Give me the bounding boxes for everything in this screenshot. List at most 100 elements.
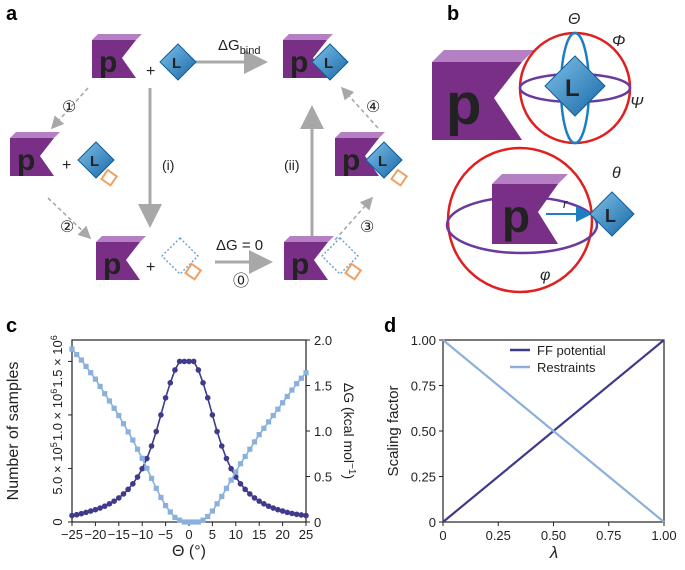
samples-point — [87, 508, 94, 514]
x-tick-label: −25 — [61, 527, 83, 542]
samples-point — [261, 501, 267, 507]
chart-c-right-axis-label: ΔG (kcal mol−1) — [341, 383, 357, 479]
samples-point — [242, 486, 248, 493]
restraints-line — [442, 339, 665, 523]
x-tick-label: 10 — [229, 527, 243, 542]
arrow-step-2 — [47, 197, 92, 240]
free-energy-point — [256, 432, 262, 438]
x-tick-label: 1.00 — [651, 528, 676, 543]
samples-point — [116, 495, 122, 501]
protein-shape-orbit: p — [492, 174, 568, 244]
samples-point — [167, 380, 174, 386]
samples-point — [289, 510, 295, 517]
arrow-step-3 — [334, 196, 374, 241]
samples-point — [279, 508, 286, 514]
x-tick-label: 0.25 — [486, 528, 511, 543]
angle-Psi-label: Ψ — [630, 95, 644, 112]
protein-shape-top-right: p — [283, 34, 333, 79]
samples-point — [223, 455, 230, 462]
samples-point — [195, 367, 202, 373]
right-tick-label: 1.0 — [314, 424, 332, 439]
restraint-box — [390, 168, 409, 187]
samples-point — [172, 367, 178, 373]
plus-sign-bottom: + — [146, 259, 155, 276]
y-tick-label: 0 — [429, 515, 436, 530]
samples-point — [158, 412, 164, 418]
free-energy-point — [284, 393, 290, 400]
free-energy-point — [195, 519, 201, 525]
x-tick-label: −10 — [131, 527, 153, 542]
chart-c-x-label: Θ (°) — [172, 543, 206, 560]
ligand-ghost-left — [161, 237, 203, 281]
ligand-letter: L — [90, 153, 99, 170]
free-energy-point — [223, 485, 230, 491]
free-energy-point — [74, 351, 80, 358]
free-energy-point — [181, 519, 187, 525]
restraint-geometry-diagram: p L Θ Φ Ψ p r L θ φ — [432, 11, 644, 294]
samples-point — [176, 358, 183, 365]
protein-letter: p — [99, 46, 117, 79]
step-0-label: ⓪ — [233, 272, 249, 290]
delta-g-bind-label: ΔGbind — [218, 37, 260, 57]
y-tick-label: 1.00 — [411, 333, 436, 348]
step-1-label: ① — [62, 99, 76, 116]
x-tick-label: 0.50 — [541, 528, 566, 543]
samples-point — [251, 495, 258, 501]
x-tick-label: −20 — [84, 527, 106, 542]
samples-point — [303, 512, 309, 519]
samples-point — [200, 380, 206, 386]
left-tick-label: 5.0 × 105 — [49, 442, 65, 494]
protein-letter: p — [446, 72, 481, 137]
left-tick-label: 1.5 × 106 — [49, 335, 65, 387]
samples-point — [275, 506, 281, 513]
protein-shape-bottom-left: p — [96, 236, 146, 281]
free-energy-point — [158, 494, 164, 501]
arrow-step-1 — [50, 87, 89, 130]
free-energy-point — [294, 381, 300, 387]
panel-label-d: d — [384, 315, 396, 337]
chart-d-legend: FF potential Restraints — [510, 343, 606, 375]
free-energy-point — [120, 421, 127, 427]
protein-shape-top-left: p — [92, 34, 142, 79]
right-tick-label: 2.0 — [314, 333, 332, 348]
free-energy-point — [148, 475, 155, 481]
protein-shape-bottom-right: p — [284, 236, 334, 281]
free-energy-point — [298, 375, 304, 381]
free-energy-point — [219, 493, 225, 500]
x-tick-label: 15 — [252, 527, 266, 542]
thermodynamic-cycle-diagram: ΔGbind ΔG = 0 ⓪ ① ② ③ ④ (i) (ii) + + + p… — [10, 34, 409, 290]
free-energy-point — [242, 453, 248, 460]
samples-point — [153, 428, 160, 435]
samples-point — [73, 511, 80, 518]
ligand-ghost-right — [321, 237, 363, 281]
samples-point — [186, 358, 192, 365]
x-tick-label: 20 — [275, 527, 289, 542]
free-energy-point — [163, 503, 169, 509]
samples-point — [209, 412, 216, 418]
step-3-label: ③ — [360, 219, 374, 236]
samples-point — [92, 506, 99, 513]
samples-point — [120, 491, 127, 497]
chart-c-frame — [71, 339, 307, 523]
panel-label-b: b — [447, 3, 459, 25]
angle-Theta-label: Θ — [568, 11, 580, 28]
samples-point — [270, 505, 277, 511]
free-energy-point — [289, 387, 295, 393]
samples-point — [190, 358, 197, 365]
free-energy-point — [265, 419, 272, 425]
chart-c-left-axis-label: Number of samples — [5, 362, 22, 501]
samples-point — [148, 443, 155, 449]
restraint-box — [100, 168, 119, 187]
ligand-letter: L — [172, 55, 181, 72]
ligand-letter: L — [565, 75, 580, 102]
samples-point — [293, 511, 300, 518]
ligand-letter: L — [605, 206, 616, 226]
y-tick-label: 0.75 — [411, 379, 436, 394]
samples-point — [214, 428, 220, 435]
samples-point — [265, 503, 272, 509]
